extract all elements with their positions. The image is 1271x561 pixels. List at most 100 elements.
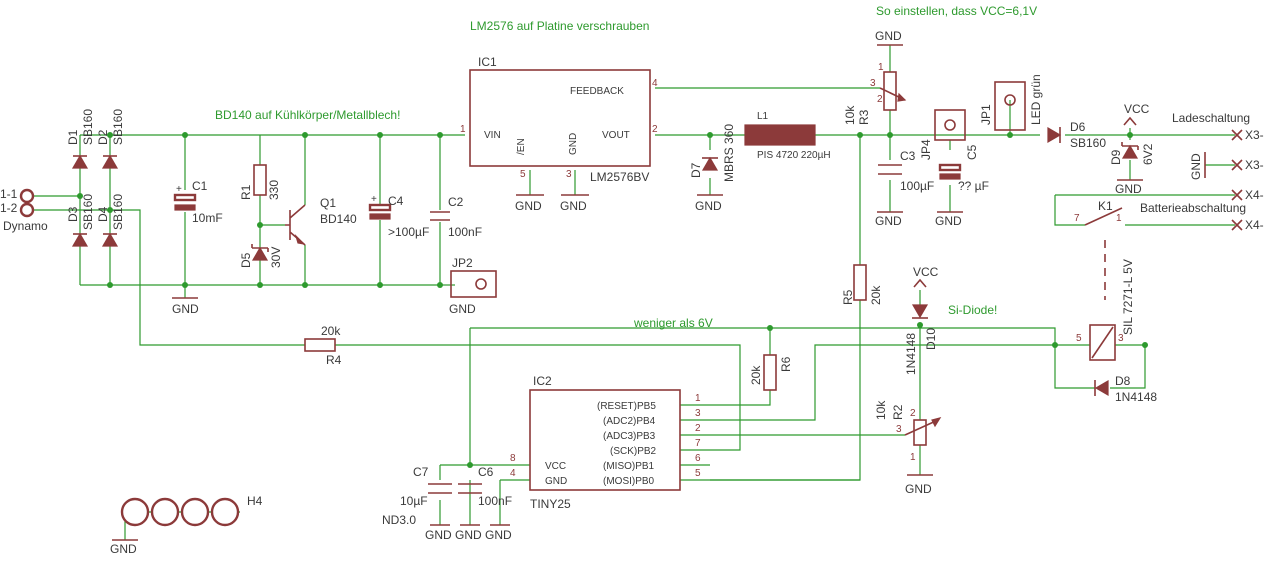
ic1-lm2576: IC1 LM2576BV VIN /EN GND VOUT FEEDBACK 1… <box>460 55 658 213</box>
relay-k1: K1 7 1 5 3 SIL 7271-L 5V <box>1074 199 1135 361</box>
svg-text:GND: GND <box>425 528 452 542</box>
svg-text:>100µF: >100µF <box>388 225 429 239</box>
capacitor-c5: C5 ?? µF GND <box>935 144 989 228</box>
svg-text:GND: GND <box>875 214 902 228</box>
svg-text:C7: C7 <box>413 465 429 479</box>
svg-text:10mF: 10mF <box>192 211 223 225</box>
svg-text:MBRS 360: MBRS 360 <box>722 124 736 182</box>
svg-text:VCC: VCC <box>913 265 939 279</box>
capacitor-c7: C7 10µF <box>400 465 452 508</box>
svg-text:GND: GND <box>515 199 542 213</box>
svg-text:JP2: JP2 <box>452 256 473 270</box>
svg-text:GND: GND <box>935 214 962 228</box>
svg-text:1: 1 <box>695 393 701 404</box>
vcc-d9: VCC D9 6V2 GND <box>1109 102 1155 196</box>
svg-text:(RESET)PB5: (RESET)PB5 <box>597 401 656 412</box>
svg-text:GND: GND <box>172 302 199 316</box>
svg-text:2: 2 <box>877 94 883 105</box>
svg-text:4: 4 <box>510 468 516 479</box>
svg-text:C4: C4 <box>388 194 404 208</box>
capacitor-c4: + C4 >100µF <box>368 194 429 239</box>
svg-text:+: + <box>176 184 182 195</box>
svg-text:C3: C3 <box>900 149 916 163</box>
svg-text:2: 2 <box>910 408 916 419</box>
svg-text:SB160: SB160 <box>81 109 95 145</box>
svg-text:X4-: X4- <box>1245 188 1264 202</box>
svg-text:4: 4 <box>652 78 658 89</box>
svg-text:1: 1 <box>1116 213 1122 224</box>
svg-text:1N4148: 1N4148 <box>904 333 918 375</box>
svg-text:10k: 10k <box>874 400 888 420</box>
svg-text:D6: D6 <box>1070 120 1086 134</box>
potentiometer-r3: 10k R3 3 2 1 GND <box>843 29 907 125</box>
diode-d3: D3 SB160 <box>66 194 95 247</box>
svg-text:R5: R5 <box>841 289 855 305</box>
svg-text:R6: R6 <box>779 356 793 372</box>
svg-text:H4: H4 <box>247 494 263 508</box>
svg-text:LM2576BV: LM2576BV <box>590 170 649 184</box>
svg-text:R3: R3 <box>857 109 871 125</box>
diode-d6: D6 SB160 <box>1047 120 1106 150</box>
svg-text:X4-: X4- <box>1245 218 1264 232</box>
note-under-6v: weniger als 6V <box>633 316 713 330</box>
diode-d1: D1 <box>66 129 89 169</box>
svg-text:5: 5 <box>695 468 701 479</box>
svg-text:3: 3 <box>896 424 902 435</box>
svg-text:X3-: X3- <box>1245 158 1264 172</box>
wires <box>30 45 1235 540</box>
label-dynamo: Dynamo <box>3 219 48 233</box>
capacitor-c2: C2 100nF <box>430 195 482 239</box>
zener-d5: D5 30V <box>239 244 283 268</box>
svg-text:D5: D5 <box>239 252 253 268</box>
svg-text:ND3.0: ND3.0 <box>382 513 416 527</box>
svg-text:GND: GND <box>1115 182 1142 196</box>
svg-text:330: 330 <box>267 180 281 200</box>
svg-text:SIL 7271-L 5V: SIL 7271-L 5V <box>1121 259 1135 335</box>
svg-text:VCC: VCC <box>1124 102 1150 116</box>
label-1-1: 1-1 <box>0 187 18 201</box>
svg-text:C5: C5 <box>965 144 979 160</box>
svg-text:D9: D9 <box>1109 149 1123 165</box>
svg-text:5: 5 <box>1076 333 1082 344</box>
svg-text:GND: GND <box>875 29 902 43</box>
svg-text:BD140: BD140 <box>320 212 357 226</box>
svg-text:3: 3 <box>566 169 572 180</box>
svg-text:100nF: 100nF <box>448 225 482 239</box>
svg-text:3: 3 <box>695 408 701 419</box>
svg-text:1: 1 <box>460 124 466 135</box>
svg-text:8: 8 <box>510 453 516 464</box>
jumper-jp1-led: JP1 LED grün <box>979 74 1043 131</box>
mounting-holes-h4: H4 ND3.0 GND <box>110 494 416 556</box>
svg-text:?? µF: ?? µF <box>958 179 989 193</box>
svg-text:2: 2 <box>695 423 701 434</box>
capacitor-c3: C3 100µF GND <box>875 149 934 228</box>
svg-text:VIN: VIN <box>484 130 501 141</box>
svg-text:5: 5 <box>520 169 526 180</box>
svg-text:D10: D10 <box>924 328 938 350</box>
capacitor-c6: C6 100nF <box>458 465 512 508</box>
svg-text:VCC: VCC <box>545 461 566 472</box>
svg-text:R2: R2 <box>891 404 905 420</box>
svg-text:SB160: SB160 <box>111 194 125 230</box>
bridge-rectifier: D1 D2 SB160 SB160 D3 SB160 D4 SB160 <box>66 109 125 247</box>
svg-text:PIS 4720 220µH: PIS 4720 220µH <box>757 150 831 161</box>
svg-text:Batterieabschaltung: Batterieabschaltung <box>1140 201 1246 215</box>
svg-text:100nF: 100nF <box>478 494 512 508</box>
ic2-tiny25: IC2 TINY25 VCC GND (RESET)PB5 (ADC2)PB4 … <box>510 374 701 511</box>
svg-text:IC2: IC2 <box>533 374 552 388</box>
svg-text:(ADC3)PB3: (ADC3)PB3 <box>603 431 656 442</box>
diode-d10: VCC D10 1N4148 <box>904 265 939 375</box>
svg-text:SB160: SB160 <box>111 109 125 145</box>
svg-text:GND: GND <box>568 133 579 155</box>
connector-pad-1-1 <box>19 188 35 204</box>
svg-text:SB160: SB160 <box>1070 136 1106 150</box>
svg-text:GND: GND <box>1189 153 1203 180</box>
svg-text:100µF: 100µF <box>900 179 934 193</box>
svg-text:(SCK)PB2: (SCK)PB2 <box>610 446 657 457</box>
svg-text:TINY25: TINY25 <box>530 497 571 511</box>
svg-text:D7: D7 <box>689 162 703 178</box>
svg-text:7: 7 <box>1074 213 1080 224</box>
jumper-jp4: JP4 <box>919 109 966 160</box>
note-vcc-set: So einstellen, dass VCC=6,1V <box>876 4 1037 18</box>
svg-text:GND: GND <box>905 482 932 496</box>
